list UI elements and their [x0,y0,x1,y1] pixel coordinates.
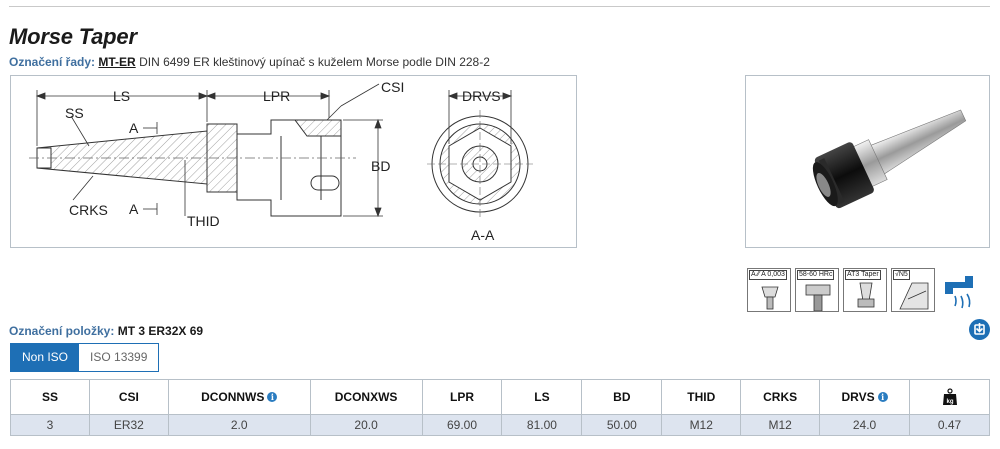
section-label: A-A [471,227,495,243]
cell-weight: 0.47 [909,414,990,436]
series-code-link[interactable]: MT-ER [98,55,136,69]
header-dconxws: DCONXWS [309,379,423,415]
header-weight: kg [909,379,990,415]
cell-thid: M12 [661,414,742,436]
feature-icons: A ⁄⁄ A 0,003 58-60 HRc AT3 Taper √N5 [747,268,983,312]
tab-iso-13399[interactable]: ISO 13399 [90,350,148,364]
dim-drvs: DRVS [462,88,501,104]
runout-icon: A ⁄⁄ A 0,003 [747,268,791,312]
cell-dconnws: 2.0 [167,414,311,436]
front-view [427,110,533,218]
product-photo [745,75,990,248]
header-lpr: LPR [421,379,503,415]
header-ss: SS [10,379,90,415]
series-line: Označení řady: MT-ER DIN 6499 ER kleštin… [9,55,490,69]
page-title: Morse Taper [9,24,137,49]
header-bd: BD [581,379,663,415]
dim-ss: SS [65,105,84,121]
item-value: MT 3 ER32X 69 [117,324,204,338]
cell-ss: 3 [10,414,90,436]
dim-bd: BD [371,158,390,174]
dim-thid: THID [187,213,220,229]
cell-drvs: 24.0 [819,414,910,436]
cell-dconxws: 20.0 [309,414,423,436]
standard-toggle: Non ISO ISO 13399 [10,343,160,372]
taper-icon: AT3 Taper [843,268,887,312]
coolant-icon [939,268,983,312]
cell-lpr: 69.00 [421,414,503,436]
cell-bd: 50.00 [581,414,663,436]
download-icon[interactable] [969,319,990,340]
item-label: Označení položky: [9,324,115,338]
cell-ls: 81.00 [501,414,583,436]
weight-icon: kg [942,388,957,405]
dim-ls: LS [113,88,130,104]
item-line: Označení položky: MT 3 ER32X 69 [9,324,203,338]
section-mark-top: A [129,120,139,136]
cell-crks: M12 [740,414,821,436]
top-divider [9,6,990,7]
section-mark-bottom: A [129,201,139,217]
table-row: 3 ER32 2.0 20.0 69.00 81.00 50.00 M12 M1… [10,414,990,436]
side-view [36,119,342,217]
tab-non-iso[interactable]: Non ISO [11,344,80,371]
header-crks: CRKS [740,379,821,415]
drawing-svg: LS LPR CSI SS A A CRKS THID BD DRVS A-A [29,79,533,243]
technical-drawing: LS LPR CSI SS A A CRKS THID BD DRVS A-A [10,75,577,248]
hardness-icon: 58-60 HRc [795,268,839,312]
dim-lpr: LPR [263,88,290,104]
dim-crks: CRKS [69,202,108,218]
holder-photo-svg [812,109,967,209]
cell-csi: ER32 [88,414,169,436]
header-thid: THID [661,379,742,415]
dim-csi: CSI [381,79,404,95]
series-label: Označení řady: [9,55,96,69]
header-ls: LS [501,379,583,415]
info-icon[interactable]: i [267,392,278,402]
info-icon[interactable]: i [877,392,888,402]
svg-text:kg: kg [946,399,953,405]
series-description: DIN 6499 ER kleštinový upínač s kuželem … [139,55,490,69]
header-csi: CSI [88,379,169,415]
finish-icon: √N5 [891,268,935,312]
